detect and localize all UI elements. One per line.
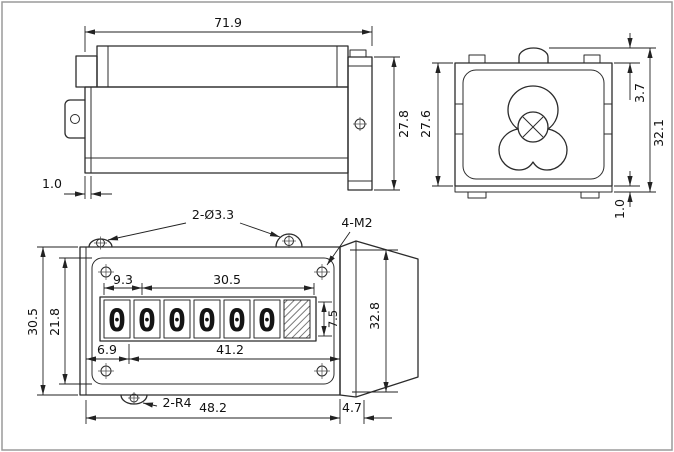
ear-hole [70, 114, 80, 124]
dim-front-overall-width: 48.2 [199, 400, 227, 415]
side-tab-right [603, 103, 613, 135]
plate-tab [349, 49, 367, 58]
screw-head [517, 111, 549, 143]
dim-edge-offset: 6.9 [97, 342, 117, 357]
dim-hook-offset: 3.7 [632, 83, 647, 103]
foot-right [580, 191, 600, 199]
top-hook [518, 47, 549, 64]
callout-radius: 2-R4 [162, 395, 191, 410]
digit: 0 [198, 303, 217, 339]
dim-front-body-height: 30.5 [25, 308, 40, 336]
front-view: 0 0 0 0 0 0 9.3 30.5 7.5 [25, 207, 419, 424]
digit-cell [193, 299, 221, 339]
digit: 0 [258, 303, 277, 339]
dim-window-width: 30.5 [213, 272, 241, 287]
knurled-wheel [283, 299, 311, 339]
side-view: 71.9 27.8 1.0 [42, 15, 411, 199]
base-band [454, 185, 613, 193]
dim-body-height: 27.8 [396, 110, 411, 138]
left-ear [64, 99, 86, 139]
dim-overall-width: 71.9 [214, 15, 242, 30]
front-face [91, 257, 335, 385]
top-tab-right [583, 54, 601, 64]
end-view: 27.6 3.7 32.1 1.0 [418, 33, 666, 219]
dim-end-body-height: 27.6 [418, 110, 433, 138]
digit: 0 [168, 303, 187, 339]
digit: 0 [138, 303, 157, 339]
left-tab [75, 55, 98, 88]
dim-foot-height: 1.0 [612, 199, 627, 219]
callout-hole-diameter: 2-Ø3.3 [192, 207, 234, 222]
dim-plate-width: 4.7 [342, 400, 362, 415]
foot-left [467, 191, 487, 199]
dim-overall-height: 32.1 [651, 119, 666, 147]
digit-cell [253, 299, 281, 339]
digit: 0 [108, 303, 127, 339]
digit-cell [103, 299, 131, 339]
digit-cell [163, 299, 191, 339]
callout-thread: 4-M2 [341, 215, 372, 230]
dim-inner-height: 21.8 [47, 308, 62, 336]
side-tab-left [454, 103, 464, 135]
digit-cell [223, 299, 251, 339]
digit-cell [133, 299, 161, 339]
dim-digit-height: 7.5 [326, 310, 340, 328]
counter-window [99, 296, 317, 342]
digit-wheels: 0 0 0 0 0 0 [103, 299, 311, 339]
screw-cross [522, 116, 544, 138]
dim-plate-height: 32.8 [367, 302, 382, 330]
dim-window-offset: 9.3 [113, 272, 133, 287]
dim-plate-thickness: 1.0 [42, 176, 62, 191]
digit: 0 [228, 303, 247, 339]
dim-face-width: 41.2 [216, 342, 244, 357]
top-tab-left [468, 54, 486, 64]
rotor-cam [498, 85, 568, 171]
